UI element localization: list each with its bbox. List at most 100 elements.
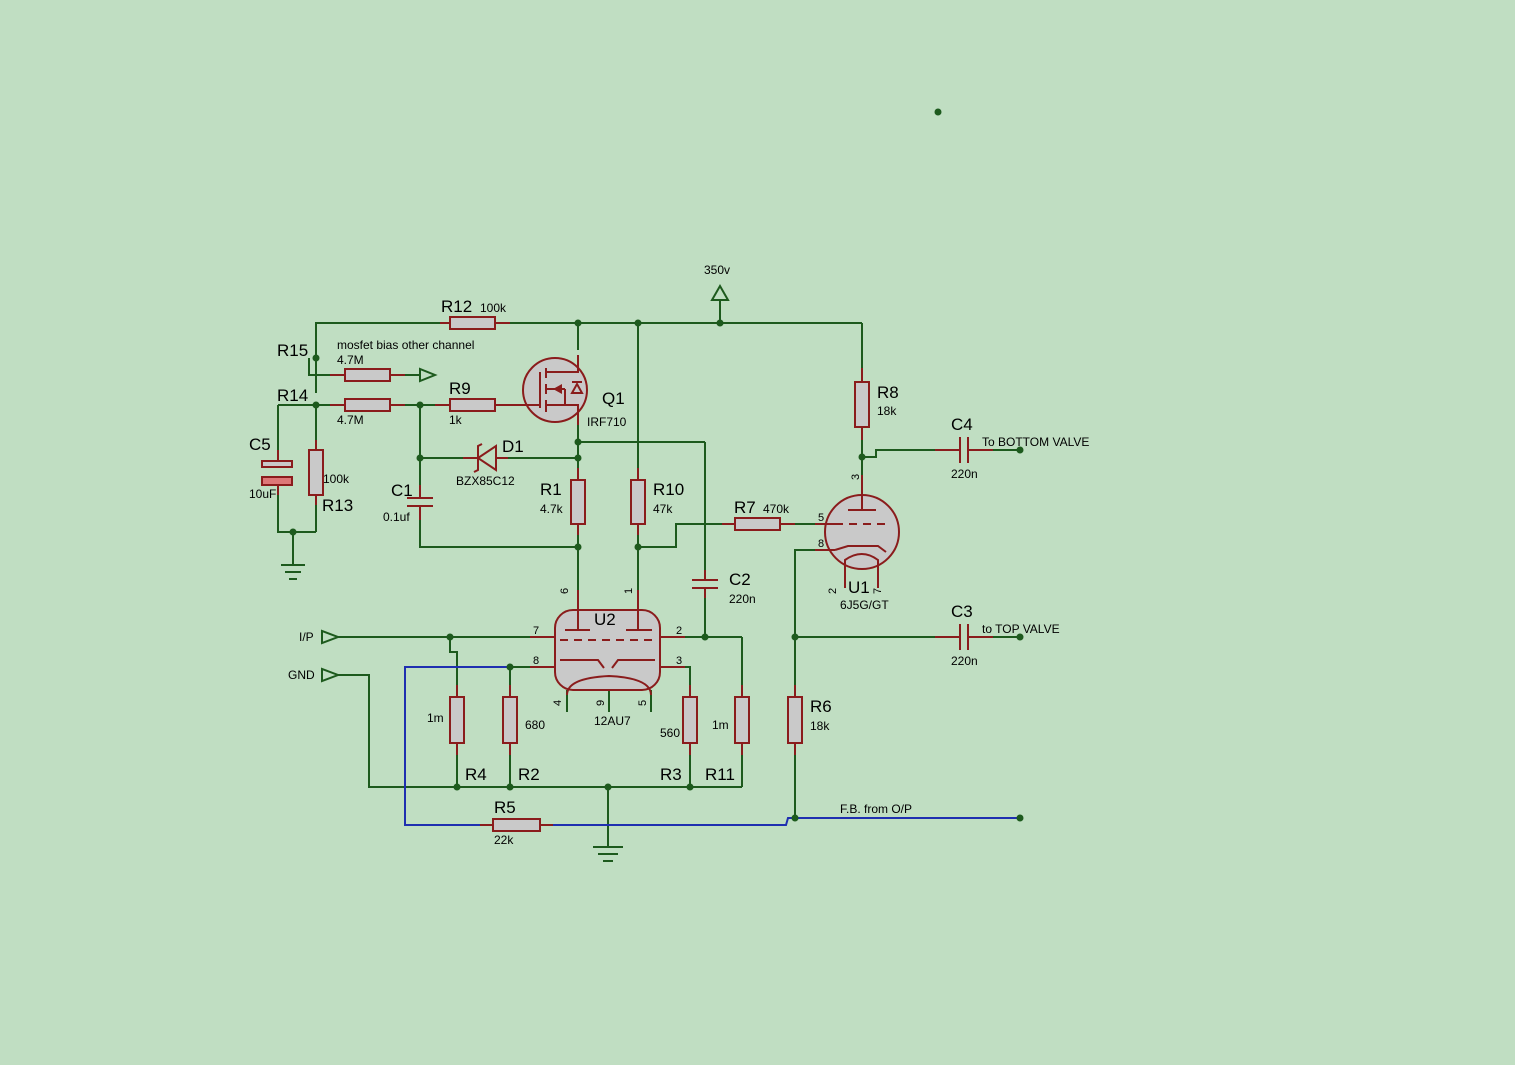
c2-ref: C2 — [729, 570, 751, 589]
u2-pin-7: 7 — [533, 625, 539, 637]
r14-value: 4.7M — [337, 413, 364, 427]
r7-value: 470k — [763, 502, 790, 516]
c1-value: 0.1uf — [383, 510, 410, 524]
capacitor-c2[interactable] — [692, 570, 718, 598]
r11-value: 1m — [712, 718, 729, 732]
r4-ref: R4 — [465, 765, 487, 784]
u1-pin-3: 3 — [850, 474, 862, 480]
gnd-label: GND — [288, 668, 315, 682]
c3-ref: C3 — [951, 602, 973, 621]
resistor-r15[interactable] — [330, 368, 405, 382]
r15-ref: R15 — [277, 341, 308, 360]
u1-pin-5: 5 — [818, 512, 824, 524]
tube-u1[interactable] — [815, 475, 900, 588]
c5-ref: C5 — [249, 435, 271, 454]
r13-ref: R13 — [322, 496, 353, 515]
u1-ref: U1 — [848, 578, 870, 597]
mosfet-q1[interactable] — [522, 355, 588, 425]
q1-ref: Q1 — [602, 389, 625, 408]
to-top-label: to TOP VALVE — [982, 622, 1060, 636]
r6-value: 18k — [810, 719, 830, 733]
ground-symbol-bottom — [593, 846, 623, 862]
feedback-label: F.B. from O/P — [840, 802, 912, 816]
resistor-r4[interactable] — [449, 685, 465, 755]
c3-value: 220n — [951, 654, 978, 668]
resistor-r10[interactable] — [630, 468, 646, 535]
c4-value: 220n — [951, 467, 978, 481]
c5-value: 10uF — [249, 487, 276, 501]
capacitor-c1[interactable] — [407, 485, 433, 520]
u1-pin-8: 8 — [818, 538, 824, 550]
r9-ref: R9 — [449, 379, 471, 398]
r3-value: 560 — [660, 726, 680, 740]
r13-value: 100k — [323, 472, 350, 486]
supply-label: 350v — [704, 263, 730, 277]
r9-value: 1k — [449, 413, 463, 427]
u2-pin-1: 1 — [623, 588, 635, 594]
u2-ref: U2 — [594, 610, 616, 629]
bias-port-arrow — [419, 367, 438, 383]
tube-u2[interactable] — [530, 590, 685, 696]
r14-ref: R14 — [277, 386, 308, 405]
r3-ref: R3 — [660, 765, 682, 784]
r6-ref: R6 — [810, 697, 832, 716]
capacitor-c4[interactable] — [935, 437, 993, 463]
bias-note: mosfet bias other channel — [337, 338, 474, 352]
r10-value: 47k — [653, 502, 673, 516]
c1-ref: C1 — [391, 481, 413, 500]
r5-value: 22k — [494, 833, 514, 847]
d1-ref: D1 — [502, 437, 524, 456]
resistor-r7[interactable] — [722, 517, 795, 531]
u1-value: 6J5G/GT — [840, 598, 889, 612]
r10-ref: R10 — [653, 480, 684, 499]
r8-value: 18k — [877, 404, 897, 418]
r11-ref: R11 — [705, 765, 735, 784]
feedback-wire — [404, 666, 1020, 826]
wires — [277, 300, 1020, 847]
u2-pin-2: 2 — [676, 625, 682, 637]
r5-ref: R5 — [494, 798, 516, 817]
resistor-r5[interactable] — [480, 818, 553, 832]
r1-ref: R1 — [540, 480, 562, 499]
power-arrow-350v — [710, 283, 730, 301]
u2-pin-3: 3 — [676, 655, 682, 667]
r2-value: 680 — [525, 718, 545, 732]
input-label: I/P — [299, 630, 314, 644]
c4-ref: C4 — [951, 415, 973, 434]
u1-pin-7: 7 — [872, 588, 884, 594]
resistor-r9[interactable] — [435, 398, 523, 412]
r7-ref: R7 — [734, 498, 756, 517]
u2-pin-9: 9 — [595, 700, 607, 706]
c2-value: 220n — [729, 592, 756, 606]
ground-symbol-left — [281, 564, 305, 580]
r1-value: 4.7k — [540, 502, 564, 516]
resistor-r3[interactable] — [682, 685, 698, 755]
u2-pin-4: 4 — [552, 700, 564, 706]
r15-value: 4.7M — [337, 353, 364, 367]
to-bottom-label: To BOTTOM VALVE — [982, 435, 1089, 449]
r12-ref: R12 — [441, 297, 472, 316]
resistor-r14[interactable] — [330, 398, 405, 412]
resistor-r1[interactable] — [570, 468, 586, 535]
u2-value: 12AU7 — [594, 714, 631, 728]
capacitor-c3[interactable] — [935, 624, 993, 650]
resistor-r11[interactable] — [734, 685, 750, 755]
zener-diode-d1[interactable] — [463, 443, 508, 473]
q1-value: IRF710 — [587, 415, 627, 429]
resistor-r8[interactable] — [854, 368, 870, 440]
r8-ref: R8 — [877, 383, 899, 402]
u2-pin-6: 6 — [559, 588, 571, 594]
junctions — [289, 108, 1024, 822]
input-port[interactable] — [321, 629, 341, 645]
resistor-r2[interactable] — [502, 685, 518, 755]
u1-pin-2: 2 — [827, 588, 839, 594]
u2-pin-8: 8 — [533, 655, 539, 667]
d1-value: BZX85C12 — [456, 474, 515, 488]
resistor-r12[interactable] — [440, 316, 510, 330]
gnd-port[interactable] — [321, 667, 341, 683]
resistor-r6[interactable] — [787, 685, 803, 755]
r12-value: 100k — [480, 301, 507, 315]
resistor-r13[interactable] — [308, 440, 324, 505]
capacitor-c5[interactable] — [261, 450, 293, 495]
